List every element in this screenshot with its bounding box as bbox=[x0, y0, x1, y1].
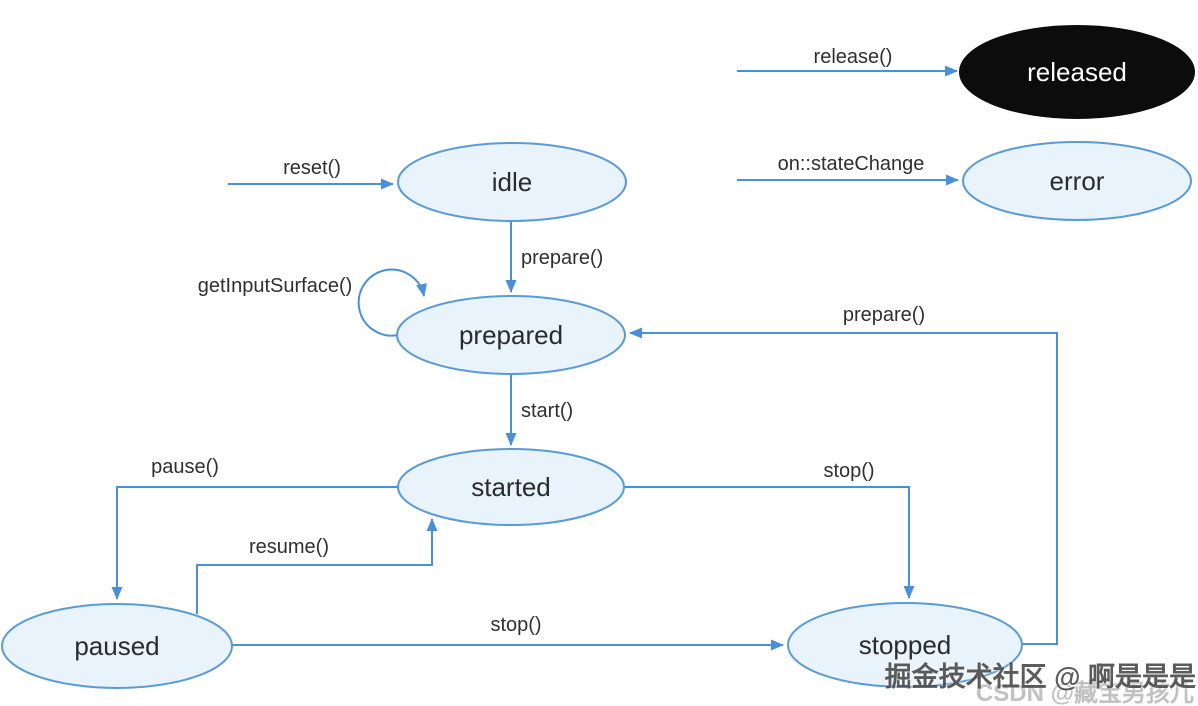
transition-label-reset: reset() bbox=[283, 157, 341, 179]
transition-label-start: start() bbox=[521, 400, 573, 422]
state-label-idle: idle bbox=[492, 167, 532, 197]
state-label-error: error bbox=[1050, 166, 1105, 196]
state-node-prepared: prepared bbox=[396, 295, 626, 375]
transition-label-stop-from-paused: stop() bbox=[490, 614, 541, 636]
edge-labels-layer: release()on::stateChange reset()prepare()… bbox=[151, 46, 925, 636]
state-node-error: error bbox=[962, 141, 1192, 221]
state-node-started: started bbox=[397, 448, 625, 526]
watermark-csdn: CSDN @藏宝男孩儿 bbox=[976, 679, 1194, 706]
state-node-idle: idle bbox=[397, 142, 627, 222]
transition-label-prepare-from-stopped: prepare() bbox=[843, 304, 925, 326]
transition-arrow-prepare-from-stopped bbox=[629, 327, 1058, 645]
transition-label-stop-from-started: stop() bbox=[823, 460, 874, 482]
transition-arrow-resume bbox=[196, 518, 438, 614]
transitions-layer bbox=[111, 65, 1058, 651]
state-ellipse-stopped bbox=[787, 602, 1023, 688]
state-node-stopped: stopped bbox=[787, 602, 1023, 688]
state-label-stopped: stopped bbox=[859, 630, 952, 660]
state-ellipse-started bbox=[397, 448, 625, 526]
state-ellipse-idle bbox=[397, 142, 627, 222]
state-label-released: released bbox=[1027, 57, 1127, 87]
transition-arrow-stop-from-started bbox=[624, 486, 915, 599]
transition-label-on-state-change: on::stateChange bbox=[778, 153, 925, 175]
transition-label-release: release() bbox=[814, 46, 893, 68]
transition-label-get-input-surface: getInputSurface() bbox=[198, 275, 353, 297]
state-node-released: released bbox=[959, 25, 1195, 119]
transition-label-prepare-from-idle: prepare() bbox=[521, 247, 603, 269]
state-ellipse-released bbox=[959, 25, 1195, 119]
transition-label-resume: resume() bbox=[249, 536, 329, 558]
state-ellipse-error bbox=[962, 141, 1192, 221]
state-label-prepared: prepared bbox=[459, 320, 563, 350]
transition-label-pause: pause() bbox=[151, 456, 219, 478]
watermark-juejin: 掘金技术社区 @ 啊是是是 bbox=[885, 661, 1196, 692]
states-layer: released error idle prepared started paused st… bbox=[1, 25, 1195, 689]
state-ellipse-prepared bbox=[396, 295, 626, 375]
transition-arrow-get-input-surface bbox=[357, 268, 427, 337]
state-node-paused: paused bbox=[1, 603, 233, 689]
state-ellipse-paused bbox=[1, 603, 233, 689]
state-label-paused: paused bbox=[74, 631, 159, 661]
transition-arrow-pause bbox=[111, 486, 398, 600]
state-label-started: started bbox=[471, 472, 551, 502]
